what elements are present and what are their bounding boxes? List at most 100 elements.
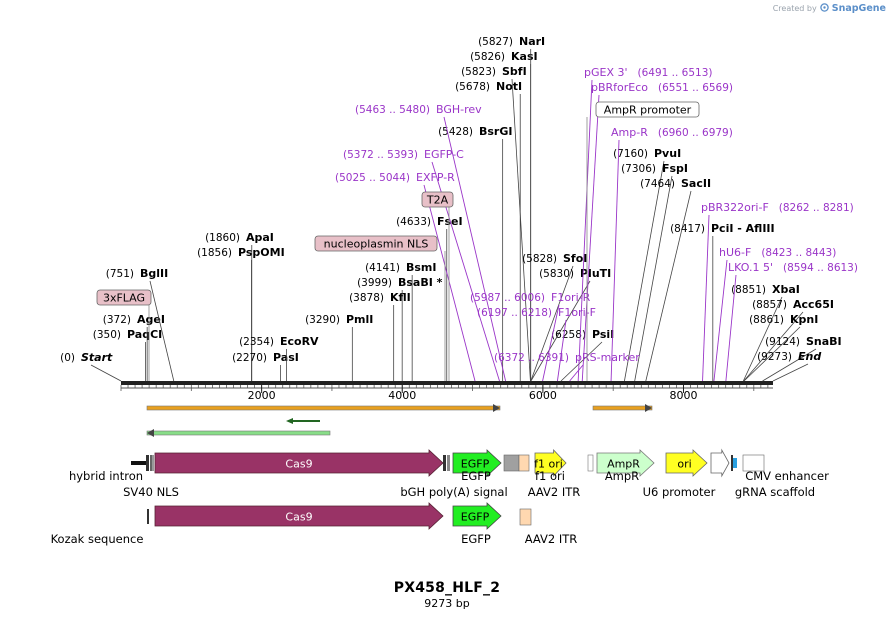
orf-arrow-green-long-head [147, 429, 154, 437]
primer-range: (6197 .. 6218) [477, 307, 552, 319]
feature-tag-nucleoplasmin-nls: nucleoplasmin NLS [324, 238, 429, 251]
site-pvui: PvuI [654, 147, 681, 160]
site-position-label: (5826) [470, 51, 505, 63]
feature-label-inline: EGFP [461, 511, 490, 524]
primer-range: (8594 .. 8613) [783, 262, 858, 274]
site-bsabi-: BsaBI * [398, 276, 443, 289]
site-pluti: PluTI [580, 267, 611, 280]
sequence-backbone [121, 381, 773, 385]
site-pasi: PasI [273, 351, 299, 364]
feature-tag-3xflag: 3xFLAG [103, 292, 145, 305]
site-leader-line [149, 280, 175, 382]
feature-label-egfp: EGFP [461, 469, 491, 483]
snapgene-wordmark: SnapGene [831, 3, 886, 14]
orf-arrow-short [592, 405, 653, 411]
site-ecorv: EcoRV [280, 335, 319, 348]
site-leader-line [530, 280, 591, 382]
axis-tick-label: 4000 [388, 389, 416, 402]
site-fsei: FseI [437, 215, 463, 228]
feature-egfp [452, 449, 502, 477]
site-leader-line [762, 348, 817, 382]
feature-tag-ampr-promoter: AmpR promoter [604, 104, 692, 117]
bgh-polya-block [503, 454, 520, 472]
primer-range: (6551 .. 6569) [658, 82, 733, 94]
site-leader-line [743, 311, 804, 382]
primer-leader-line [581, 94, 600, 382]
primer-leader-line [556, 319, 567, 382]
site-paqci: PaqCI [127, 328, 162, 341]
site-position-label: (5828) [522, 253, 557, 265]
primer-leader-line [542, 304, 560, 382]
feature-label-hybrid-intron: hybrid intron [69, 469, 143, 483]
site-position-label: (5678) [455, 81, 490, 93]
site-leader-line [742, 296, 783, 382]
site-sfoi: SfoI [563, 252, 587, 265]
site-leader-line [743, 326, 801, 382]
site-noti: NotI [496, 80, 522, 93]
primer-f1ori-f: F1ori-F [558, 306, 596, 319]
primer-leader-line [702, 214, 710, 382]
bgh-tick [443, 455, 446, 471]
axis-tick-label: 6000 [529, 389, 557, 402]
primer-prs-marker: pRS-marker [575, 351, 640, 364]
site-pmli: PmlI [346, 313, 373, 326]
hybrid-intron-block [131, 461, 146, 465]
site-leader-line [634, 175, 673, 382]
egfp-link-mark [447, 455, 450, 471]
feature-label-inline: Cas9 [285, 511, 312, 524]
orf-arrow-green-short-head [286, 418, 293, 424]
site-sbfi: SbfI [502, 65, 527, 78]
aav2-itr-lower-block [519, 508, 532, 526]
site-position-label: (350) [93, 329, 121, 341]
primer-leader-line [443, 116, 507, 382]
site-position-label: (3290) [305, 314, 340, 326]
site-bsrgi: BsrGI [479, 125, 512, 138]
site-nari: NarI [519, 35, 545, 48]
ampr-promoter-block [587, 454, 594, 472]
site-fspi: FspI [662, 162, 688, 175]
site-position-label: (5823) [461, 66, 496, 78]
site-bsmi: BsmI [406, 261, 437, 274]
primer-hu6-f: hU6-F [719, 246, 751, 259]
site-end: End [798, 350, 821, 363]
cmv-enhancer-block [742, 454, 765, 472]
site-position-label: (0) [60, 352, 75, 364]
plasmid-length: 9273 bp [424, 597, 470, 610]
feature-label-u6-promoter: U6 promoter [643, 485, 716, 499]
feature-label-inline: EGFP [461, 458, 490, 471]
primer-leader-line [569, 364, 584, 382]
site-position-label: (372) [103, 314, 131, 326]
orf-arrow-green-long [146, 430, 331, 436]
site-position-label: (9124) [765, 336, 800, 348]
site-position-label: (8417) [670, 223, 705, 235]
snapgene-brand: Created by SnapGene [773, 3, 886, 14]
axis-tick-label: 2000 [248, 389, 276, 402]
site-position-label: (7306) [621, 163, 656, 175]
feature-label-inline: ori [677, 458, 691, 471]
feature-tag-box [421, 191, 454, 208]
plasmid-title-block: PX458_HLF_2 9273 bp [0, 580, 894, 610]
primer-range: (5372 .. 5393) [343, 149, 418, 161]
feature-label-aav2-itr: AAV2 ITR [528, 485, 581, 499]
grna-scaffold-block [733, 458, 737, 468]
site-position-label: (7160) [613, 148, 648, 160]
primer-egfp-c: EGFP-C [424, 148, 464, 161]
site-kfli: KflI [390, 291, 411, 304]
site-position-label: (5428) [438, 126, 473, 138]
site-agei: AgeI [137, 313, 165, 326]
site-position-label: (5830) [539, 268, 574, 280]
feature-label-kozak-sequence: Kozak sequence [51, 532, 144, 546]
site-position-label: (2270) [232, 352, 267, 364]
site-position-label: (7464) [640, 178, 675, 190]
primer-pbrforeco: pBRforEco [591, 81, 648, 94]
site-position-label: (9273) [757, 351, 792, 363]
site-position-label: (2354) [239, 336, 274, 348]
site-leader-line [511, 78, 531, 382]
site-position-label: (5827) [478, 36, 513, 48]
site-position-label: (8851) [731, 284, 766, 296]
primer-leader-line [713, 259, 728, 382]
site-position-label: (1856) [197, 247, 232, 259]
primer-range: (8423 .. 8443) [761, 247, 836, 259]
axis-tick-label: 8000 [669, 389, 697, 402]
site-bglii: BglII [140, 267, 168, 280]
